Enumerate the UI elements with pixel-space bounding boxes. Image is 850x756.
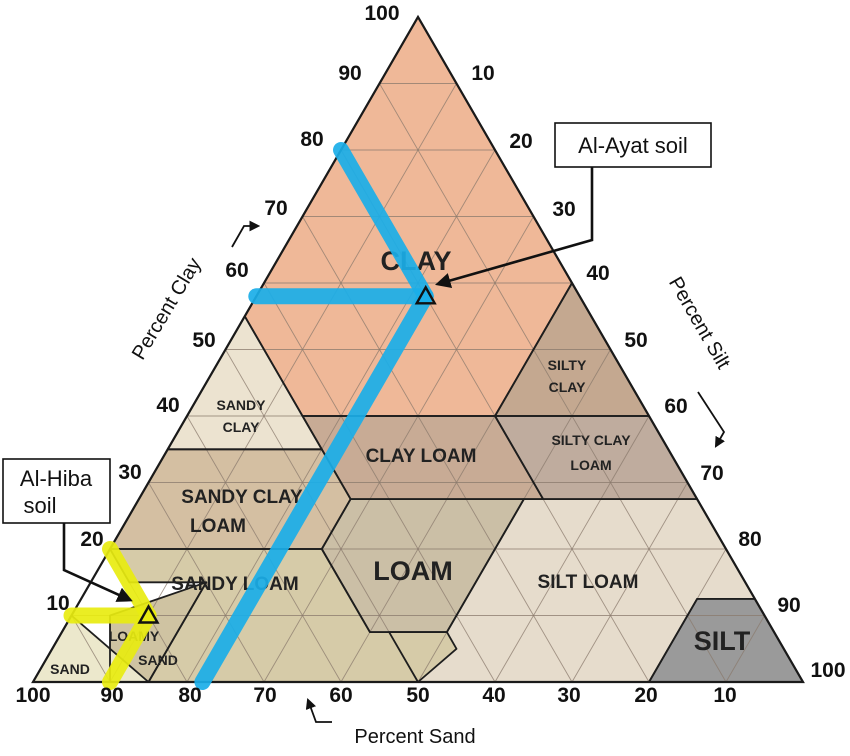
silt-tick-50: 50 — [624, 329, 647, 352]
region-label-sandy-loam: SANDY LOAM — [171, 574, 298, 595]
region-label-loamy-sand-2: SAND — [138, 652, 178, 668]
silt-tick-60: 60 — [664, 395, 687, 418]
silt-tick-20: 20 — [509, 130, 532, 153]
sand-tick-40: 40 — [482, 684, 505, 707]
sand-tick-20: 20 — [634, 684, 657, 707]
sand-axis-title: Percent Sand — [354, 726, 475, 748]
grid-silt-70 — [571, 482, 688, 683]
region-label-clay-loam: CLAY LOAM — [366, 446, 477, 467]
boundary-sandy-loam — [109, 548, 458, 683]
region-fill-silt-loam — [389, 499, 755, 682]
sand-tick-80: 80 — [178, 684, 201, 707]
silt-axis-title: Percent Silt — [664, 273, 734, 373]
callout-al-hiba-leader — [62, 523, 133, 602]
grid-sand-10 — [379, 83, 727, 683]
clay-tick-40: 40 — [156, 394, 179, 417]
silt-tick-30: 30 — [552, 198, 575, 221]
region-label-silty-clay-loam-1: SILTY CLAY — [551, 432, 631, 448]
clay-tick-10: 10 — [46, 592, 69, 615]
region-label-silt-loam: SILT LOAM — [538, 572, 639, 593]
region-label-sand: SAND — [50, 661, 90, 677]
sand-tick-70: 70 — [253, 684, 276, 707]
grid-sand-90 — [71, 615, 111, 683]
sand-axis-ticks: 100 90 80 70 60 50 40 30 20 10 — [15, 684, 736, 707]
silt-tick-70: 70 — [700, 462, 723, 485]
sand-tick-90: 90 — [100, 684, 123, 707]
callout-al-hiba-label-2: soil — [23, 493, 56, 518]
region-label-sandy-clay-1: SANDY — [216, 397, 266, 413]
silt-tick-10: 10 — [471, 62, 494, 85]
callout-al-ayat: Al-Ayat soil — [435, 122, 712, 289]
region-label-silty-clay-1: SILTY — [548, 357, 587, 373]
callout-al-hiba-label-1: Al-Hiba — [20, 466, 93, 491]
silt-tick-80: 80 — [738, 528, 761, 551]
callout-al-hiba: Al-Hiba soil — [2, 458, 133, 602]
sample-marker-al-hiba-soil — [137, 604, 160, 624]
region-labels: CLAY SILTY CLAY SANDY CLAY CLAY LOAM SIL… — [50, 246, 751, 677]
sample-tie-lines — [63, 142, 437, 690]
silt-tick-40: 40 — [586, 262, 609, 285]
callout-al-ayat-label: Al-Ayat soil — [578, 133, 688, 158]
sand-tick-30: 30 — [557, 684, 580, 707]
region-label-sandy-clay-loam-2: LOAM — [190, 516, 246, 537]
region-label-silt: SILT — [694, 626, 751, 656]
silt-tick-90: 90 — [777, 594, 800, 617]
sand-tick-100: 100 — [15, 684, 50, 707]
sand-tick-50: 50 — [406, 684, 429, 707]
sand-axis-arrow — [305, 697, 332, 723]
region-label-silty-clay-2: CLAY — [549, 379, 586, 395]
clay-axis-ticks: 100 90 80 70 60 50 40 30 20 10 — [46, 2, 399, 615]
callout-al-hiba-box — [2, 458, 111, 524]
grid-silt-30 — [263, 216, 534, 683]
tie-line-sand-al-hiba-soil — [102, 607, 157, 690]
grid-silt-60 — [494, 415, 650, 683]
clay-axis-arrow — [231, 220, 261, 248]
silt-axis-arrow — [697, 391, 726, 448]
sand-tick-60: 60 — [329, 684, 352, 707]
clay-tick-60: 60 — [225, 259, 248, 282]
tie-line-sand-al-ayat-soil — [194, 288, 434, 690]
callout-al-ayat-box — [554, 122, 712, 168]
clay-tick-90: 90 — [338, 62, 361, 85]
clay-tick-20: 20 — [80, 528, 103, 551]
tie-line-silt-al-hiba-soil — [102, 541, 157, 624]
region-label-sandy-clay-2: CLAY — [223, 419, 260, 435]
region-fill-loam — [321, 499, 524, 633]
clay-tick-80: 80 — [300, 128, 323, 151]
region-label-loam: LOAM — [373, 556, 452, 586]
region-fill-silt — [649, 598, 803, 682]
triangle-outline — [31, 14, 805, 684]
callout-al-ayat-leader — [435, 167, 594, 289]
sand-tick-10: 10 — [713, 684, 736, 707]
region-label-sandy-clay-loam-1: SANDY CLAY — [181, 487, 303, 508]
clay-tick-100: 100 — [364, 2, 399, 25]
clay-tick-70: 70 — [264, 197, 287, 220]
silt-tick-100: 100 — [810, 659, 845, 682]
grid-sand-50 — [225, 349, 419, 683]
silt-axis-ticks: 10 20 30 40 50 60 70 80 90 100 — [471, 62, 845, 682]
grid-silt-90 — [725, 615, 765, 683]
clay-tick-30: 30 — [118, 461, 141, 484]
clay-tick-50: 50 — [192, 329, 215, 352]
sample-marker-al-ayat-soil — [414, 284, 437, 305]
region-label-silty-clay-loam-2: LOAM — [570, 457, 611, 473]
tie-line-silt-al-ayat-soil — [333, 142, 434, 305]
